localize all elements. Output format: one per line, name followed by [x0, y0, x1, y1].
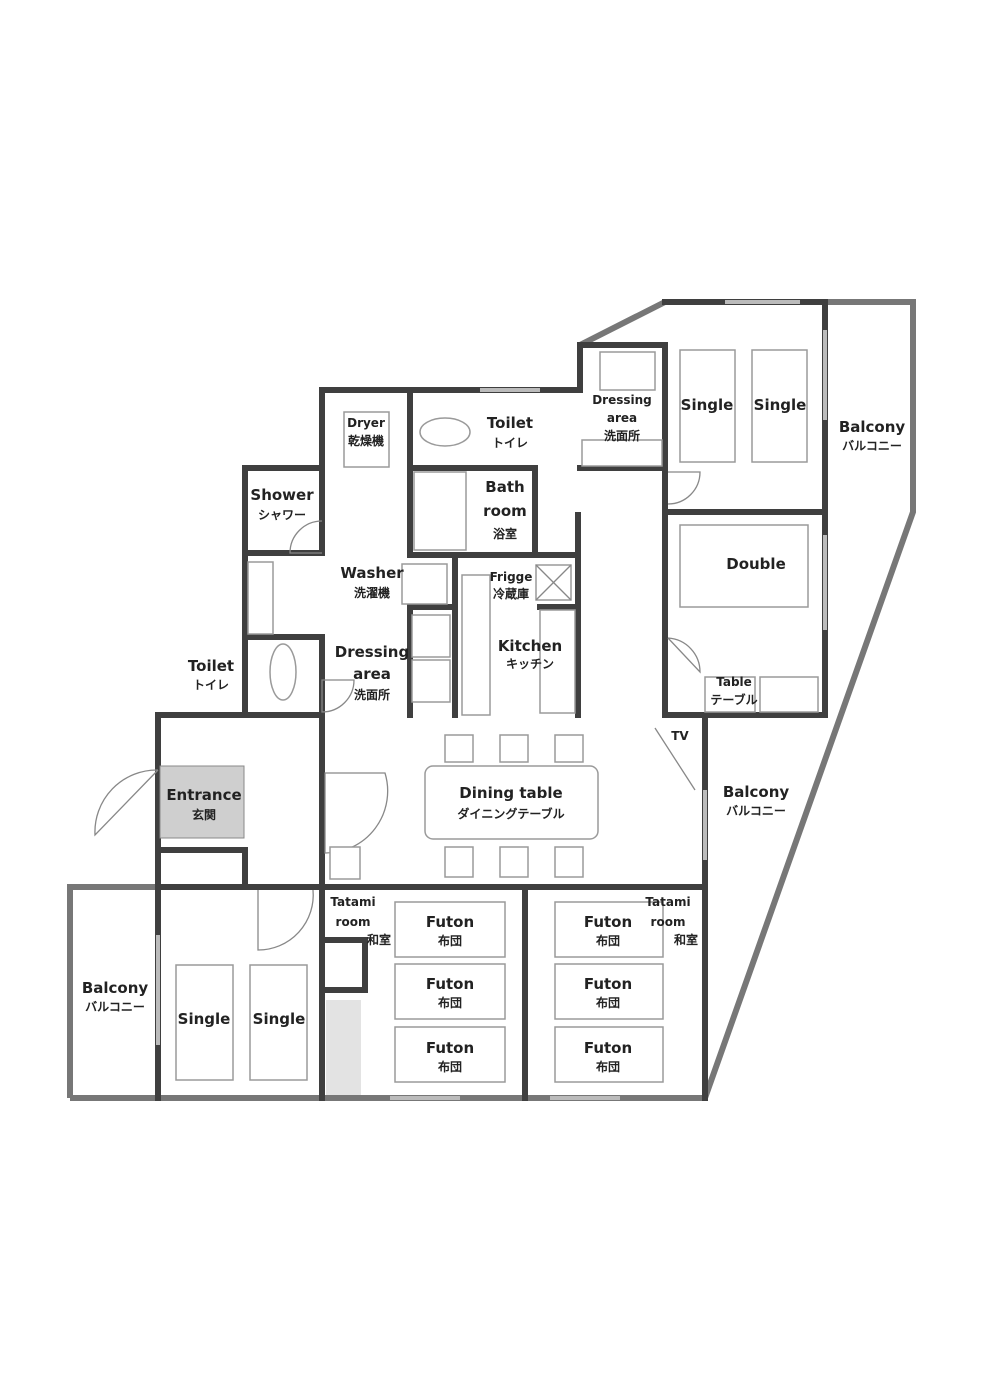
dressing-upper-label: Dressing	[592, 393, 652, 407]
door-shower	[289, 520, 323, 554]
single-upper-1-label: Single	[681, 396, 734, 414]
table	[704, 676, 756, 713]
toilet-lower-label: Toilet	[188, 657, 234, 675]
furniture	[159, 349, 819, 1095]
bathtub	[413, 471, 467, 551]
door-entrance	[94, 769, 159, 837]
double-label: Double	[726, 555, 786, 573]
washer-label-jp: 洗濯機	[354, 585, 390, 600]
balcony-left-label: Balcony	[82, 979, 149, 997]
toilet-upper-fixture	[419, 417, 471, 447]
walls	[67, 299, 916, 1101]
dining-table	[424, 765, 599, 840]
tatami-left-label: Tatami	[330, 895, 375, 909]
table-label: Table	[716, 675, 752, 689]
tv-label: TV	[671, 729, 689, 743]
washer-label: Washer	[340, 564, 404, 582]
toilet-lower-fixture	[269, 643, 297, 701]
entrance-label-jp: 玄関	[192, 807, 216, 822]
futon-label-jp: 布団	[438, 1059, 462, 1074]
balcony-right-lower-label-jp: バルコニー	[726, 804, 786, 818]
futon-label-jp: 布団	[596, 933, 620, 948]
doors	[94, 471, 701, 951]
entrance-label: Entrance	[166, 786, 241, 804]
futon-label-jp: 布団	[596, 1059, 620, 1074]
balcony-right-upper-label: Balcony	[839, 418, 906, 436]
fridge-label-jp: 冷蔵庫	[493, 586, 529, 601]
dressing-upper-label-2: area	[607, 411, 637, 425]
washer	[401, 563, 448, 605]
door-dressing	[321, 679, 355, 713]
balcony-right-lower-label: Balcony	[723, 783, 790, 801]
tv	[654, 727, 696, 791]
single-lower-1-label: Single	[178, 1010, 231, 1028]
bathroom-label: Bath	[485, 478, 524, 496]
door-single-lower	[257, 889, 314, 951]
shower-label: Shower	[250, 486, 314, 504]
toilet-upper-label: Toilet	[487, 414, 533, 432]
bed-single-lower-1	[175, 964, 234, 1081]
dryer-label: Dryer	[347, 416, 385, 430]
dining-label-jp: ダイニングテーブル	[457, 806, 564, 821]
table-label-jp: テーブル	[710, 692, 757, 707]
entrance-tiles	[159, 765, 245, 839]
tatami-left-label-2: room	[336, 915, 371, 929]
outer-wall-right	[578, 299, 916, 1100]
dressing-lower-label-2: area	[353, 665, 391, 683]
futon-label-jp: 布団	[438, 995, 462, 1010]
sink-upper	[599, 351, 656, 391]
tatami-right-label-jp: 和室	[673, 932, 698, 947]
toilet-upper-label-jp: トイレ	[492, 436, 528, 450]
futon-label: Futon	[426, 913, 474, 931]
door-single-room	[667, 471, 701, 505]
toilet-lower-label-jp: トイレ	[193, 678, 229, 692]
door-hall	[324, 772, 389, 854]
futon-label: Futon	[426, 1039, 474, 1057]
dryer-label-jp: 乾燥機	[348, 433, 384, 448]
dining-label: Dining table	[459, 784, 562, 802]
bathroom-label-2: room	[483, 502, 527, 520]
futon-label: Futon	[584, 975, 632, 993]
kitchen-label-jp: キッチン	[506, 657, 554, 671]
single-upper-2-label: Single	[754, 396, 807, 414]
shower-label-jp: シャワー	[258, 508, 306, 522]
bed-single-1	[679, 349, 736, 463]
balcony-left-label-jp: バルコニー	[85, 1000, 145, 1014]
bed-single-lower-2	[249, 964, 308, 1081]
futon-label-jp: 布団	[596, 995, 620, 1010]
bed-double	[679, 524, 809, 608]
futon-label: Futon	[426, 975, 474, 993]
storage-floor	[326, 1000, 361, 1095]
kitchen-counter	[461, 574, 491, 716]
single-lower-2-label: Single	[253, 1010, 306, 1028]
dressing-lower-label: Dressing	[335, 643, 409, 661]
futon-label: Futon	[584, 1039, 632, 1057]
kitchen-label: Kitchen	[498, 637, 562, 655]
fridge-label: Frigge	[490, 570, 533, 584]
tatami-right-label-2: room	[651, 915, 686, 929]
tatami-left-label-jp: 和室	[366, 932, 391, 947]
dressing-lower-label-jp: 洗面所	[354, 687, 390, 702]
room-labels: Dryer 乾燥機 Toilet トイレ Dressing area 洗面所 S…	[82, 393, 906, 1074]
futon-label: Futon	[584, 913, 632, 931]
bed-single-2	[751, 349, 808, 463]
tatami-right-label: Tatami	[645, 895, 690, 909]
futon-label-jp: 布団	[438, 933, 462, 948]
balcony-right-upper-label-jp: バルコニー	[842, 439, 902, 453]
dryer	[343, 411, 390, 468]
outer-wall-left-balcony	[67, 884, 158, 1098]
dressing-upper-label-jp: 洗面所	[604, 428, 640, 443]
door-double-room	[667, 637, 701, 674]
bathroom-label-jp: 浴室	[493, 526, 517, 541]
